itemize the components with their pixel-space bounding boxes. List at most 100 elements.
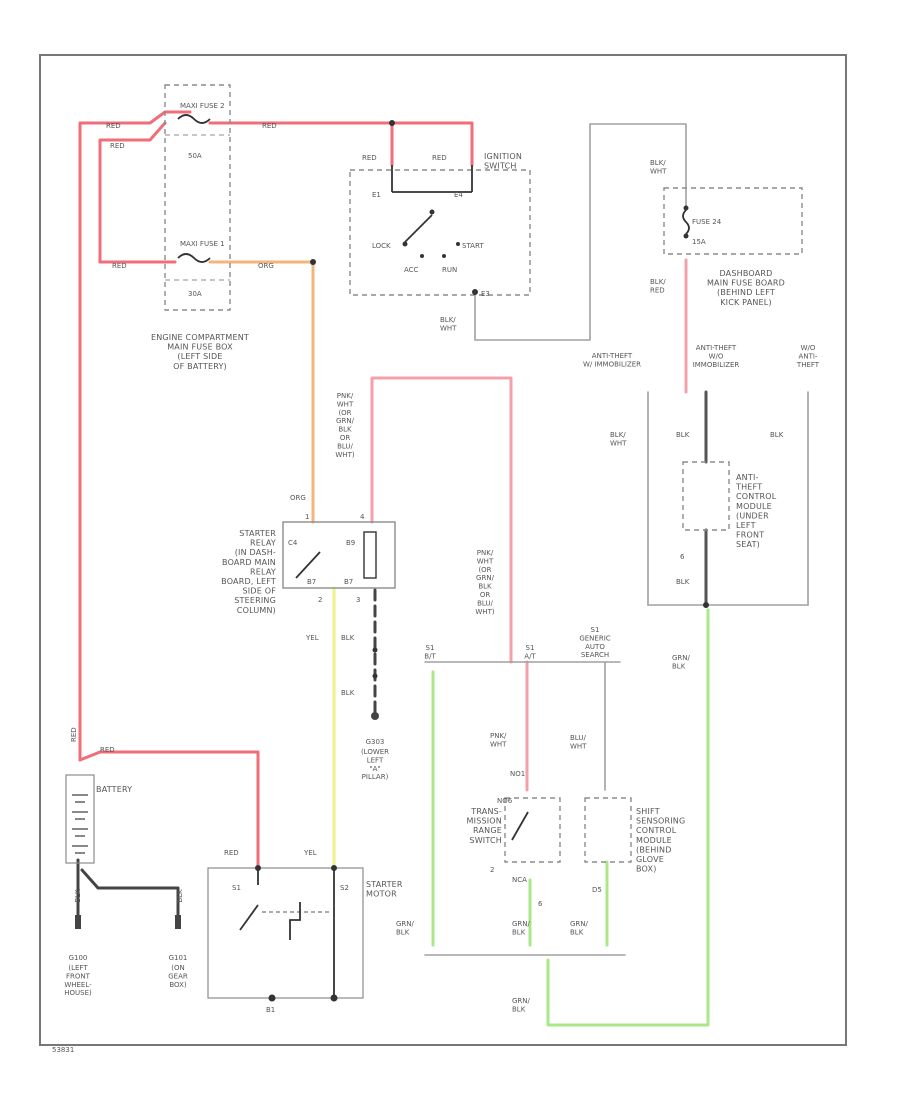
trans-range-contact bbox=[511, 811, 529, 841]
ground-g101-label: G101 bbox=[169, 954, 188, 962]
anti-theft-control-module bbox=[682, 461, 730, 531]
trans-range-pin-2: 2 bbox=[490, 866, 494, 874]
ground-g101-icon bbox=[175, 915, 181, 929]
starter-pin-b1: B1 bbox=[266, 1006, 275, 1014]
starter-motor-box bbox=[207, 867, 364, 999]
pink-wire-relay bbox=[370, 376, 513, 664]
maxi-fuse-1-icon bbox=[177, 253, 211, 263]
ground-g303-icon bbox=[371, 712, 379, 720]
trans-range-wire: PNK/WHT bbox=[490, 732, 507, 748]
bottom-green-wire: GRN/BLK bbox=[512, 997, 531, 1013]
sdm-in-wire: BLU/WHT bbox=[570, 734, 587, 750]
antitheft-wire-left: BLK/WHT bbox=[610, 431, 627, 447]
relay-pin-b7a: B7 bbox=[307, 578, 316, 586]
fuse24-in-wire: BLK/WHT bbox=[650, 159, 667, 175]
trans-range-pin-6: 6 bbox=[538, 900, 543, 908]
wire-label-red-vertical: RED bbox=[70, 727, 78, 742]
relay-pin-3: 3 bbox=[356, 596, 360, 604]
battery-cells bbox=[72, 794, 88, 854]
battery-label: BATTERY bbox=[96, 785, 132, 794]
ground-g303-label: G303 bbox=[366, 738, 385, 746]
antitheft-wire-mid: BLK bbox=[676, 431, 690, 439]
g100-wire: BLK bbox=[74, 889, 82, 903]
relay-wire-yel: YEL bbox=[305, 634, 319, 642]
fuse24-amp: 15A bbox=[692, 238, 706, 246]
ignition-switch-box bbox=[349, 169, 531, 296]
starter-pin-s2: S2 bbox=[340, 884, 349, 892]
diagram-frame bbox=[39, 54, 847, 1046]
antitheft-wire-right: BLK bbox=[770, 431, 784, 439]
ignition-out-wire: BLK/WHT bbox=[440, 316, 457, 332]
relay-in-wire: ORG bbox=[290, 494, 306, 502]
relay-wire-blk: BLK bbox=[341, 689, 355, 697]
maxi-fuse-2-icon bbox=[177, 114, 211, 124]
relay-pin-4: 4 bbox=[360, 513, 365, 521]
maxi-fuse-1-label: MAXI FUSE 1 bbox=[180, 240, 225, 248]
maxi-fuse-2-label: MAXI FUSE 2 bbox=[180, 102, 225, 110]
relay-pin-c4: C4 bbox=[288, 539, 298, 547]
green-wire-antitheft-to-ground bbox=[546, 608, 710, 1027]
wire-label-red: RED bbox=[110, 142, 125, 150]
ignition-wire-red-b: RED bbox=[432, 154, 447, 162]
ignition-pin-e3: E3 bbox=[481, 290, 490, 298]
transmission-range-switch-box bbox=[504, 797, 561, 863]
sdm-pin: D5 bbox=[592, 886, 602, 894]
starter-pin-s1: S1 bbox=[232, 884, 241, 892]
ignition-pos-lock: LOCK bbox=[372, 242, 391, 250]
relay-pin-1: 1 bbox=[305, 513, 309, 521]
relay-wire-blk: BLK bbox=[341, 634, 355, 642]
wire-label-org: ORG bbox=[258, 262, 274, 270]
fuse24-label: FUSE 24 bbox=[692, 218, 722, 226]
trans-range-pin-no1: NO1 bbox=[510, 770, 525, 778]
antitheft-wire-bottom: BLK bbox=[676, 578, 690, 586]
red-wire-fuse-loop bbox=[98, 121, 167, 264]
ignition-pin-e1: E1 bbox=[372, 191, 381, 199]
wire-label-red: RED bbox=[100, 746, 115, 754]
left-green-wire: GRN/BLK bbox=[396, 920, 415, 936]
fuse24-out-wire: BLK/RED bbox=[650, 278, 666, 294]
ignition-wire-red-a: RED bbox=[362, 154, 377, 162]
diagram-code: 53831 bbox=[52, 1046, 74, 1054]
starter-relay-box bbox=[282, 521, 396, 589]
antitheft-pin: 6 bbox=[680, 553, 685, 561]
ignition-pos-acc: ACC bbox=[404, 266, 419, 274]
trans-range-wire-bottom: GRN/BLK bbox=[512, 920, 531, 936]
starter-wire-yel: YEL bbox=[303, 849, 317, 857]
sdm-wire-bottom: GRN/BLK bbox=[570, 920, 589, 936]
orange-wire-fuse-to-relay bbox=[208, 260, 315, 524]
relay-pin-b9: B9 bbox=[346, 539, 355, 547]
starter-relay-contact bbox=[295, 551, 321, 579]
red-wire-to-ignition bbox=[208, 121, 474, 167]
starter-wire-red: RED bbox=[224, 849, 239, 857]
battery-icon bbox=[65, 774, 95, 864]
dashboard-fuse-24-box bbox=[663, 187, 803, 255]
maxi-fuse-1-amp: 30A bbox=[188, 290, 202, 298]
g101-wire: BLK bbox=[176, 889, 184, 903]
fuse-24-icon bbox=[682, 209, 690, 235]
ignition-pos-start: START bbox=[462, 242, 484, 250]
wire-label-red: RED bbox=[112, 262, 127, 270]
trans-range-pin-no6: NO6 bbox=[497, 797, 513, 805]
antitheft-out-wire: GRN/BLK bbox=[672, 654, 691, 670]
wire-label-red: RED bbox=[106, 122, 121, 130]
relay-pin-b7b: B7 bbox=[344, 578, 353, 586]
starter-solenoid-contact bbox=[239, 904, 259, 931]
